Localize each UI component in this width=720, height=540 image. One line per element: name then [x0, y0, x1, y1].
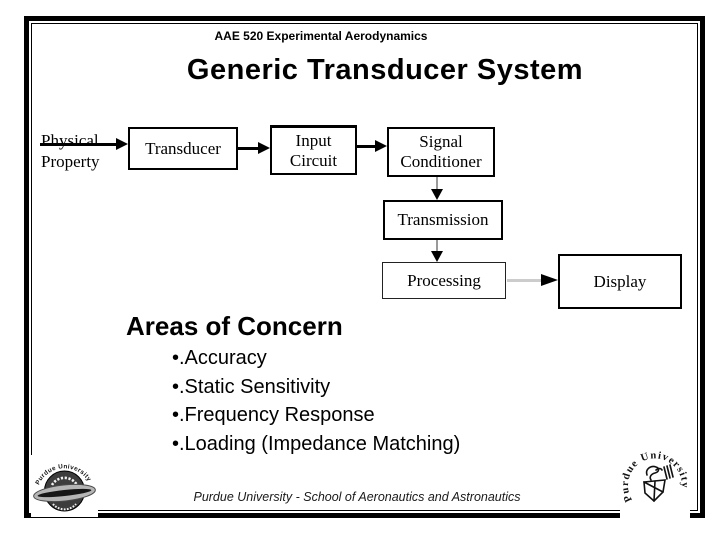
concern-item: •.Frequency Response: [172, 404, 375, 427]
concern-item: •.Accuracy: [172, 347, 267, 369]
arrowhead-transducer-to-input: [258, 142, 270, 154]
physical-property-line2: Property: [41, 152, 100, 171]
areas-of-concern-list: •.Accuracy •.Static Sensitivity •.Freque…: [172, 344, 460, 458]
diagram-box-signal-conditioner: Signal Conditioner: [387, 127, 495, 177]
arrowhead-signal-to-transmission: [431, 189, 443, 200]
connector-line-processing-to-display: [507, 279, 541, 282]
concern-item: •.Loading (Impedance Matching): [172, 432, 461, 455]
arrowhead-input-to-signal: [375, 140, 387, 152]
areas-of-concern-heading: Areas of Concern: [126, 311, 343, 341]
diagram-box-label: Input Circuit: [289, 130, 338, 170]
badge-inner-arc-marks: [50, 476, 79, 486]
badge-bottom-arc-marks: [52, 503, 77, 511]
arrow-line-physical-to-transducer: [40, 143, 117, 146]
page-title: Generic Transducer System: [186, 54, 584, 86]
arrow-line-input-to-signal: [357, 145, 377, 148]
diagram-box-display: Display: [558, 254, 682, 309]
arrowhead-processing-to-display: [541, 274, 558, 286]
diagram-box-input-circuit: Input Circuit: [270, 125, 357, 175]
concern-item: •.Static Sensitivity: [172, 375, 331, 398]
footer-text: Purdue University - School of Aeronautic…: [193, 490, 521, 504]
diagram-box-transmission: Transmission: [383, 200, 503, 240]
connector-line-signal-to-transmission: [436, 177, 438, 190]
course-header: AAE 520 Experimental Aerodynamics: [214, 29, 428, 43]
slide-border-inner: [31, 23, 698, 511]
diagram-box-label: Transmission: [397, 210, 489, 229]
purdue-aae-badge-logo: Purdue University: [31, 455, 98, 517]
physical-property-line1: Physical: [41, 131, 99, 150]
arrow-line-transducer-to-input: [238, 147, 260, 150]
physical-property-label: Physical Property: [41, 130, 100, 172]
arrowhead-physical-to-transducer: [116, 138, 128, 150]
purdue-university-seal: Purdue University: [620, 449, 690, 519]
diagram-box-transducer: Transducer: [128, 127, 238, 170]
connector-line-transmission-to-processing: [436, 240, 438, 252]
diagram-box-label: Display: [593, 271, 647, 291]
badge-aircraft-silhouette: [37, 488, 92, 498]
diagram-box-processing: Processing: [382, 262, 506, 299]
diagram-box-label: Signal Conditioner: [400, 132, 482, 171]
diagram-box-label: Processing: [407, 270, 481, 290]
diagram-box-label: Transducer: [145, 138, 221, 158]
seal-griffin-and-shield: [643, 464, 674, 503]
arrowhead-transmission-to-processing: [431, 251, 443, 262]
